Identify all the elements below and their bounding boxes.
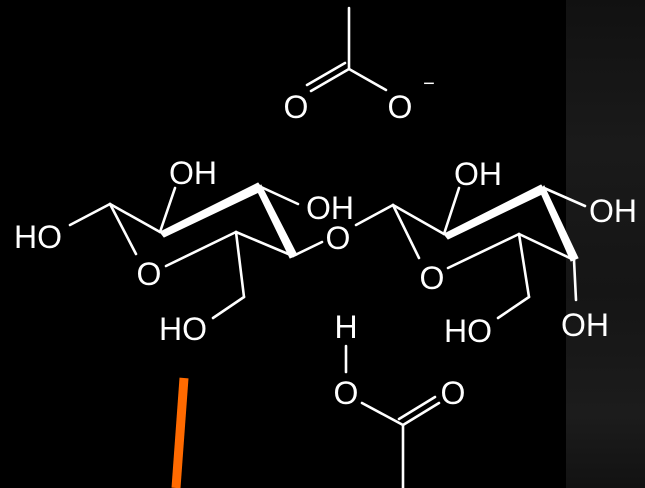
ring2-ring-oxygen: O: [420, 260, 445, 296]
acetate-carbonyl-bond-b: [305, 61, 347, 87]
acetate-charge: −: [423, 73, 435, 95]
ring1-c1-c2-bond: [108, 202, 162, 234]
ring1-c6-ho-bond: [211, 295, 246, 320]
ring2-c3-c4-wedge: [539, 185, 579, 262]
ring1-c1-ho-bond: [68, 202, 112, 227]
ring1-c4-glycosidic-bond: [291, 240, 324, 258]
ring2-hydroxyl-bottom: HO: [444, 313, 492, 349]
sugar-ring-2: OH OH O HO OH: [391, 156, 637, 349]
ring2-c4-oh-bond: [572, 258, 578, 302]
ring1-hydroxyl-left: HO: [14, 219, 62, 255]
ring1-c4-c5-bond: [234, 230, 295, 258]
ring1-hydroxyl-top: OH: [169, 155, 217, 191]
sugar-ring-1: OH OH HO O HO: [14, 155, 354, 347]
glycosidic-oxygen: O: [326, 220, 351, 256]
ring1-c5-oring-bond: [164, 230, 238, 268]
glycosidic-c1-bond: [354, 203, 395, 227]
ring2-c5-oring-bond: [446, 232, 521, 270]
glycosidic-linkage: O: [326, 203, 395, 256]
ring2-c5-c6-bond: [517, 232, 531, 299]
acetate-oxide-bond: [347, 67, 388, 92]
ring1-c3-c4-wedge: [256, 184, 298, 259]
ring2-c1-oring-bond: [391, 203, 421, 260]
ring2-c3-oh-bond: [542, 186, 587, 208]
ring1-ring-oxygen: O: [137, 256, 162, 292]
ring1-c5-c6-bond: [234, 230, 246, 299]
ring2-hydroxyl-right: OH: [589, 193, 637, 229]
ring2-c1-c2-bond: [391, 203, 446, 236]
ring1-c3-oh-bond: [259, 185, 300, 206]
acid-o-c-bond: [360, 401, 405, 427]
orange-accent-line: [171, 377, 189, 488]
acid-hydroxyl-oxygen: O: [334, 375, 359, 411]
acetate-carbonyl-bond-a: [309, 67, 351, 93]
ring2-c6-ho-bond: [496, 295, 531, 320]
ring1-c2-oh-bond: [158, 186, 177, 234]
acid-carbonyl-bond-a: [401, 401, 441, 427]
acetic-acid: H O O: [334, 309, 466, 488]
ring2-hydroxyl-top: OH: [454, 156, 502, 192]
background-panel: [566, 0, 645, 488]
ring1-hydroxyl-bottom: HO: [159, 311, 207, 347]
ring2-c2-c3-wedge: [443, 184, 547, 240]
acetate-oxygen-right: O: [388, 89, 413, 125]
ring2-hydroxyl-lower-right: OH: [561, 307, 609, 343]
acetate-anion: O O −: [284, 6, 435, 125]
ring2-c2-oh-bond: [442, 186, 461, 236]
ring1-c1-oring-bond: [108, 202, 138, 256]
acetate-oxygen-left: O: [284, 89, 309, 125]
ring1-hydroxyl-right: OH: [306, 190, 354, 226]
acid-carbonyl-oxygen: O: [441, 375, 466, 411]
acid-hydrogen: H: [334, 309, 357, 345]
acid-carbonyl-bond-b: [397, 395, 437, 421]
ring2-c4-c5-bond: [517, 232, 576, 262]
ring1-c2-c3-wedge: [159, 182, 264, 238]
